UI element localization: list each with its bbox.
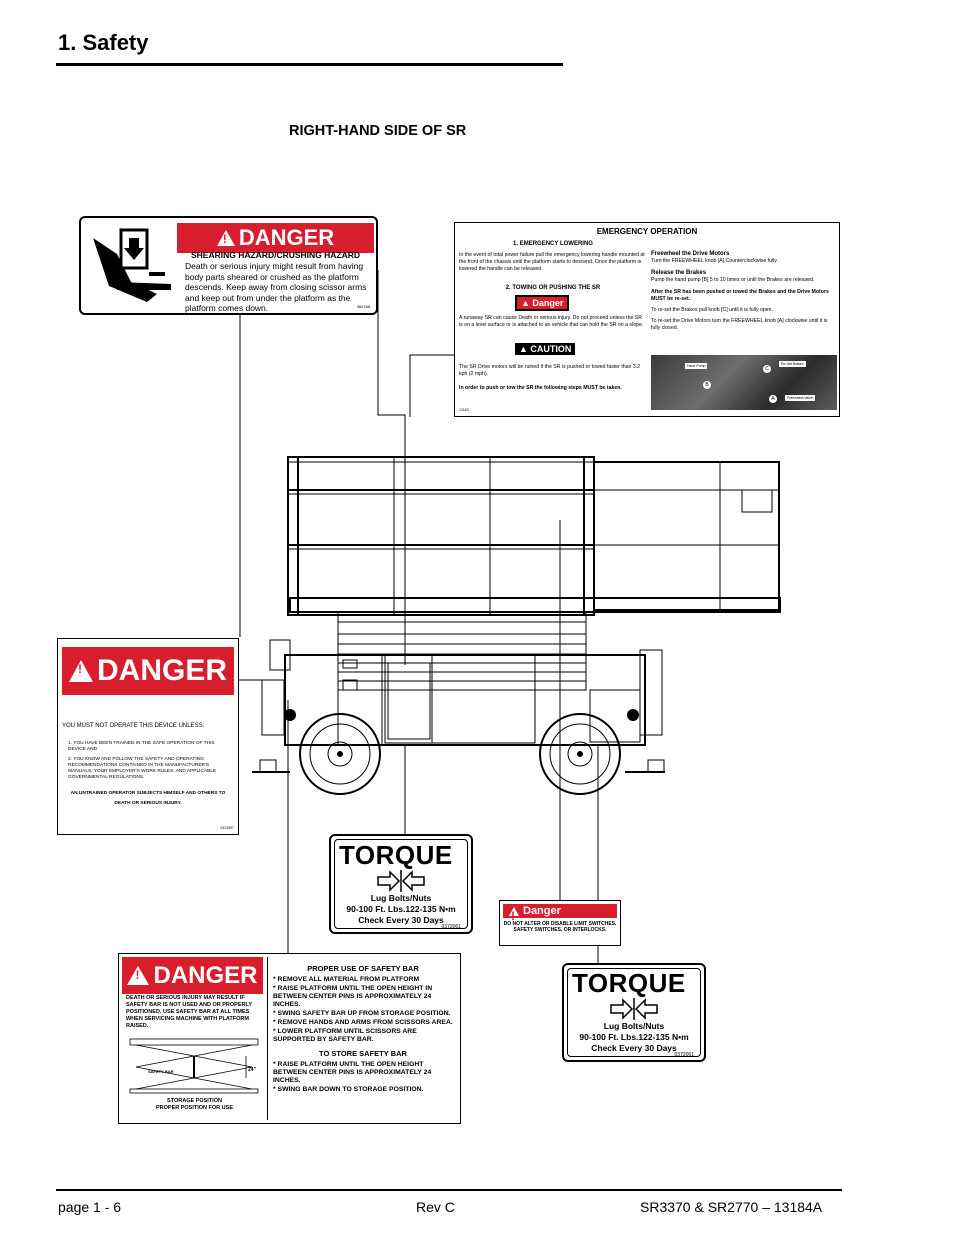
reset-motors-text: To re-set the Drive Motors turn the FREE… <box>651 318 828 331</box>
storage-caption: STORAGE POSITION <box>167 1098 222 1104</box>
hand-pump-tag: Hand Pump <box>685 363 708 369</box>
hazard-subtitle: SHEARING HAZARD/CRUSHING HAZARD <box>190 250 361 260</box>
height-label: 24" <box>248 1067 257 1073</box>
warning-triangle-icon <box>127 966 150 985</box>
steps-note: In order to push or tow the SR the follo… <box>459 385 622 391</box>
danger-banner: DANGER <box>62 647 234 695</box>
torque-line-3: Check Every 30 Days <box>358 915 444 925</box>
torque-title: TORQUE <box>339 840 453 870</box>
crush-hazard-icon <box>93 228 171 302</box>
label-b: B <box>703 381 711 389</box>
torque-line-2: 90-100 Ft. Lbs.122-135 N•m <box>346 904 456 914</box>
label-a: A <box>769 395 777 403</box>
operator-training-decal: DANGER YOU MUST NOT OPERATE THIS DEVICE … <box>57 638 239 835</box>
page-number: page 1 - 6 <box>58 1199 122 1215</box>
caution-text: The SR Drive motors will be ruined if th… <box>459 364 641 377</box>
torque-decal: TORQUE Lug Bolts/Nuts 90-100 Ft. Lbs.122… <box>329 834 473 934</box>
safety-bar-warning: DEATH OR SERIOUS INJURY MAY RESULT IF SA… <box>126 995 252 1029</box>
torque-title: TORQUE <box>572 968 686 998</box>
reset-note: After the SR has been pushed or towed th… <box>651 289 829 302</box>
leader-line-shearing-2 <box>377 270 406 665</box>
section-heading: RIGHT-HAND SIDE OF SR <box>289 123 467 139</box>
torque-decal: TORQUE Lug Bolts/Nuts 90-100 Ft. Lbs.122… <box>562 963 706 1062</box>
decal-code: 360788 <box>356 304 370 309</box>
hazard-body: Death or serious injury might result fro… <box>185 261 367 313</box>
leader-line-emergency <box>409 354 454 417</box>
lowering-heading: 1. EMERGENCY LOWERING <box>513 241 593 247</box>
use-step: * LOWER PLATFORM UNTIL SCISSORS ARE SUPP… <box>273 1028 417 1043</box>
torque-code: 0372061 <box>441 924 461 930</box>
use-step: * SWING SAFETY BAR UP FROM STORAGE POSIT… <box>273 1010 451 1017</box>
store-step: * RAISE PLATFORM UNTIL THE OPEN HEIGHT B… <box>273 1061 432 1084</box>
scissor-safety-bar-diagram: SAFETY BAR 24" <box>129 1038 259 1094</box>
title-divider <box>56 63 563 66</box>
torque-line-3: Check Every 30 Days <box>591 1043 677 1053</box>
emergency-operation-decal: EMERGENCY OPERATION 1. EMERGENCY LOWERIN… <box>454 222 840 417</box>
use-steps: * REMOVE ALL MATERIAL FROM PLATFORM * RA… <box>268 976 458 1044</box>
warning-triangle-icon <box>509 906 519 923</box>
lowering-text: In the event of total power failure pull… <box>459 252 645 272</box>
freewheel-tag: Freewheel Valve <box>785 395 815 401</box>
towing-heading: 2. TOWING OR PUSHING THE SR <box>505 285 601 291</box>
shearing-hazard-decal: DANGER SHEARING HAZARD/CRUSHING HAZARD D… <box>79 216 378 315</box>
store-heading: TO STORE SAFETY BAR <box>319 1049 407 1058</box>
operate-item-2: 2. YOU KNOW AND FOLLOW THE SAFETY AND OP… <box>68 757 217 780</box>
torque-line-1: Lug Bolts/Nuts <box>370 893 432 903</box>
page-title: 1. Safety <box>58 30 149 55</box>
reset-brakes-tag: Re-Set Brakes <box>779 361 806 367</box>
interlock-text: DO NOT ALTER OR DISABLE LIMIT SWITCHES, … <box>503 921 617 933</box>
brake-valve-photo: Hand Pump Re-Set Brakes Freewheel Valve … <box>651 355 837 410</box>
document-id: SR3370 & SR2770 – 13184A <box>640 1199 823 1215</box>
torque-line-1: Lug Bolts/Nuts <box>603 1021 665 1031</box>
opposing-arrows-icon <box>610 998 658 1020</box>
mini-caution-label: ▲ CAUTION <box>515 343 576 355</box>
proper-use-heading: PROPER USE OF SAFETY BAR <box>307 964 419 973</box>
brakes-text: Pump the hand pump [B] 5 to 10 times or … <box>651 277 815 283</box>
operate-footer-2: DEATH OR SERIOUS INJURY. <box>114 801 182 806</box>
warning-triangle-icon <box>216 230 235 246</box>
safety-bar-decal: DANGER DEATH OR SERIOUS INJURY MAY RESUL… <box>118 953 461 1124</box>
brakes-heading: Release the Brakes <box>651 270 707 276</box>
freewheel-heading: Freewheel the Drive Motors <box>651 251 730 257</box>
warning-triangle-icon <box>68 660 93 682</box>
operate-footer-1: AN UNTRAINED OPERATOR SUBJECTS HIMSELF A… <box>70 791 226 796</box>
interlock-danger-decal: Danger DO NOT ALTER OR DISABLE LIMIT SWI… <box>499 900 621 946</box>
emergency-title: EMERGENCY OPERATION <box>596 227 698 236</box>
footer-divider <box>56 1189 842 1191</box>
use-step: * REMOVE HANDS AND ARMS FROM SCISSORS AR… <box>273 1019 453 1026</box>
operate-item-1: 1. YOU HAVE BEEN TRAINED IN THE SAFE OPE… <box>68 741 215 752</box>
operate-heading: YOU MUST NOT OPERATE THIS DEVICE UNLESS: <box>62 723 205 729</box>
torque-code: 0372061 <box>674 1052 694 1058</box>
danger-banner: Danger <box>503 904 617 923</box>
torque-line-2: 90-100 Ft. Lbs.122-135 N•m <box>579 1032 689 1042</box>
decal-code: 0323997 <box>220 826 234 830</box>
use-step: * RAISE PLATFORM UNTIL THE OPEN HEIGHT I… <box>273 985 433 1008</box>
store-steps: * RAISE PLATFORM UNTIL THE OPEN HEIGHT B… <box>268 1061 458 1094</box>
opposing-arrows-icon <box>377 870 425 892</box>
reset-brakes-text: To re-set the Brakes pull knob [C] until… <box>651 307 773 313</box>
store-step: * SWING BAR DOWN TO STORAGE POSITION. <box>273 1086 424 1093</box>
safety-bar-label: SAFETY BAR <box>148 1069 174 1074</box>
danger-banner: DANGER <box>122 957 263 994</box>
emergency-code: 13183 <box>459 408 469 412</box>
danger-banner: DANGER <box>177 223 374 253</box>
freewheel-text: Turn the FREEWHEEL knob [A] Counterclock… <box>651 258 778 264</box>
use-step: * REMOVE ALL MATERIAL FROM PLATFORM <box>273 976 420 983</box>
mini-danger-label: ▲ Danger <box>515 295 570 311</box>
label-c: C <box>763 365 771 373</box>
revision: Rev C <box>416 1199 455 1215</box>
proper-caption: PROPER POSITION FOR USE <box>155 1105 233 1111</box>
danger-text: A runaway SR can cause Death or serious … <box>459 315 644 328</box>
